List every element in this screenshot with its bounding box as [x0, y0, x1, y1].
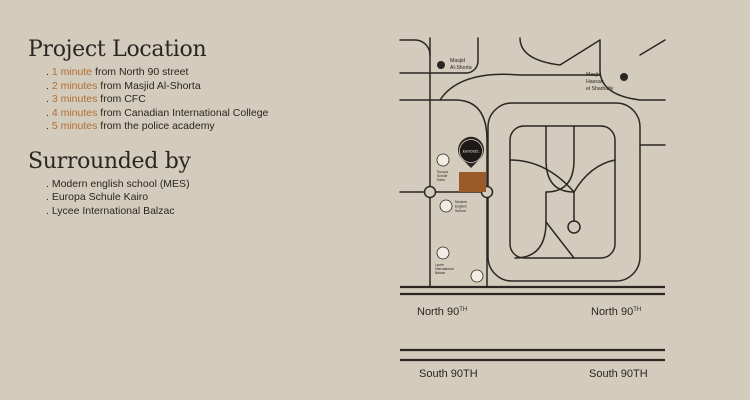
building-icon	[470, 269, 484, 283]
surrounded-by-heading: Surrounded by	[28, 148, 191, 174]
school-icon	[439, 199, 453, 213]
landmark-label: English	[455, 205, 467, 209]
landmark-label: School	[455, 209, 466, 213]
project-plot	[459, 172, 486, 192]
landmark-label: Lycée	[435, 263, 444, 267]
landmark-label: el Sharbatly	[586, 86, 614, 92]
north-90-label-right: North 90TH	[591, 306, 641, 318]
landmark-lycee-balzac[interactable]: Lycée International Balzac	[435, 246, 454, 275]
landmark-modern-english-school[interactable]: Modern English School	[439, 199, 467, 213]
road-top-left-curve	[399, 39, 431, 56]
project-location-heading: Project Location	[28, 37, 207, 62]
logo-badge	[459, 139, 483, 163]
landmark-europa-schule[interactable]: Europa Schule Kairo	[436, 153, 450, 182]
north-90-label-left: North 90TH	[417, 306, 467, 318]
roundabout-left	[423, 185, 437, 199]
inner-road-d	[573, 159, 616, 193]
school-icon	[436, 246, 450, 260]
project-marker[interactable]: KANDEEL	[458, 136, 486, 192]
landmark-label: Europa	[437, 170, 448, 174]
landmark-label: Masjid	[586, 72, 601, 78]
landmark-label: Masjid	[450, 58, 465, 64]
school-icon	[436, 153, 450, 167]
inner-road-a	[545, 125, 575, 223]
location-item: . 4 minutes from Canadian International …	[46, 106, 269, 119]
road-top-diagonal	[519, 37, 601, 66]
road-top-left-block	[399, 37, 479, 74]
landmark-label: Kairo	[437, 178, 445, 182]
road-right-top	[599, 39, 666, 101]
landmark-masjid-hassan[interactable]: Masjid Hassan el Sharbatly	[586, 72, 628, 92]
landmark-label: Hassan	[586, 79, 604, 85]
landmark-masjid-shorta[interactable]: Masjid Al-Shorta	[437, 58, 472, 71]
school-item: . Lycee International Balzac	[46, 204, 175, 217]
roundabout-inner	[567, 220, 581, 234]
location-item: . 5 minutes from the police academy	[46, 120, 215, 132]
road-right-corner	[639, 39, 666, 56]
ring-road-outer	[487, 102, 641, 282]
landmark-label: International	[435, 267, 454, 271]
inner-road-e	[545, 221, 575, 259]
landmark-label: Modern	[455, 200, 467, 204]
landmark-label: Balzac	[435, 271, 445, 275]
south-90-label-right: South 90TH	[589, 368, 648, 380]
school-item: . Europa Schule Kairo	[46, 191, 149, 203]
road-center-sweep	[399, 99, 488, 288]
info-panel: Project Location . 1 minute from North 9…	[28, 36, 368, 218]
school-item: . Modern english school (MES)	[46, 177, 190, 190]
project-location-list: . 1 minute from North 90 street . 2 minu…	[46, 66, 368, 134]
project-logo-text: KANDEEL	[463, 150, 481, 154]
highways	[400, 285, 665, 362]
road-upper-arc	[439, 73, 601, 101]
inner-road-b	[514, 125, 575, 259]
surrounded-by-list: . Modern english school (MES) . Europa S…	[46, 178, 368, 219]
ring-road-inner	[509, 125, 616, 259]
location-item: . 3 minutes from CFC	[46, 93, 146, 105]
landmark-label: Al-Shorta	[450, 65, 472, 71]
inner-road-c	[509, 159, 575, 193]
mosque-icon	[437, 61, 445, 69]
mosque-icon	[620, 73, 628, 81]
location-item: . 1 minute from North 90 street	[46, 66, 189, 78]
landmark-label: Schule	[437, 174, 447, 178]
location-item: . 2 minutes from Masjid Al-Shorta	[46, 79, 201, 92]
south-90-label-left: South 90TH	[419, 368, 478, 380]
